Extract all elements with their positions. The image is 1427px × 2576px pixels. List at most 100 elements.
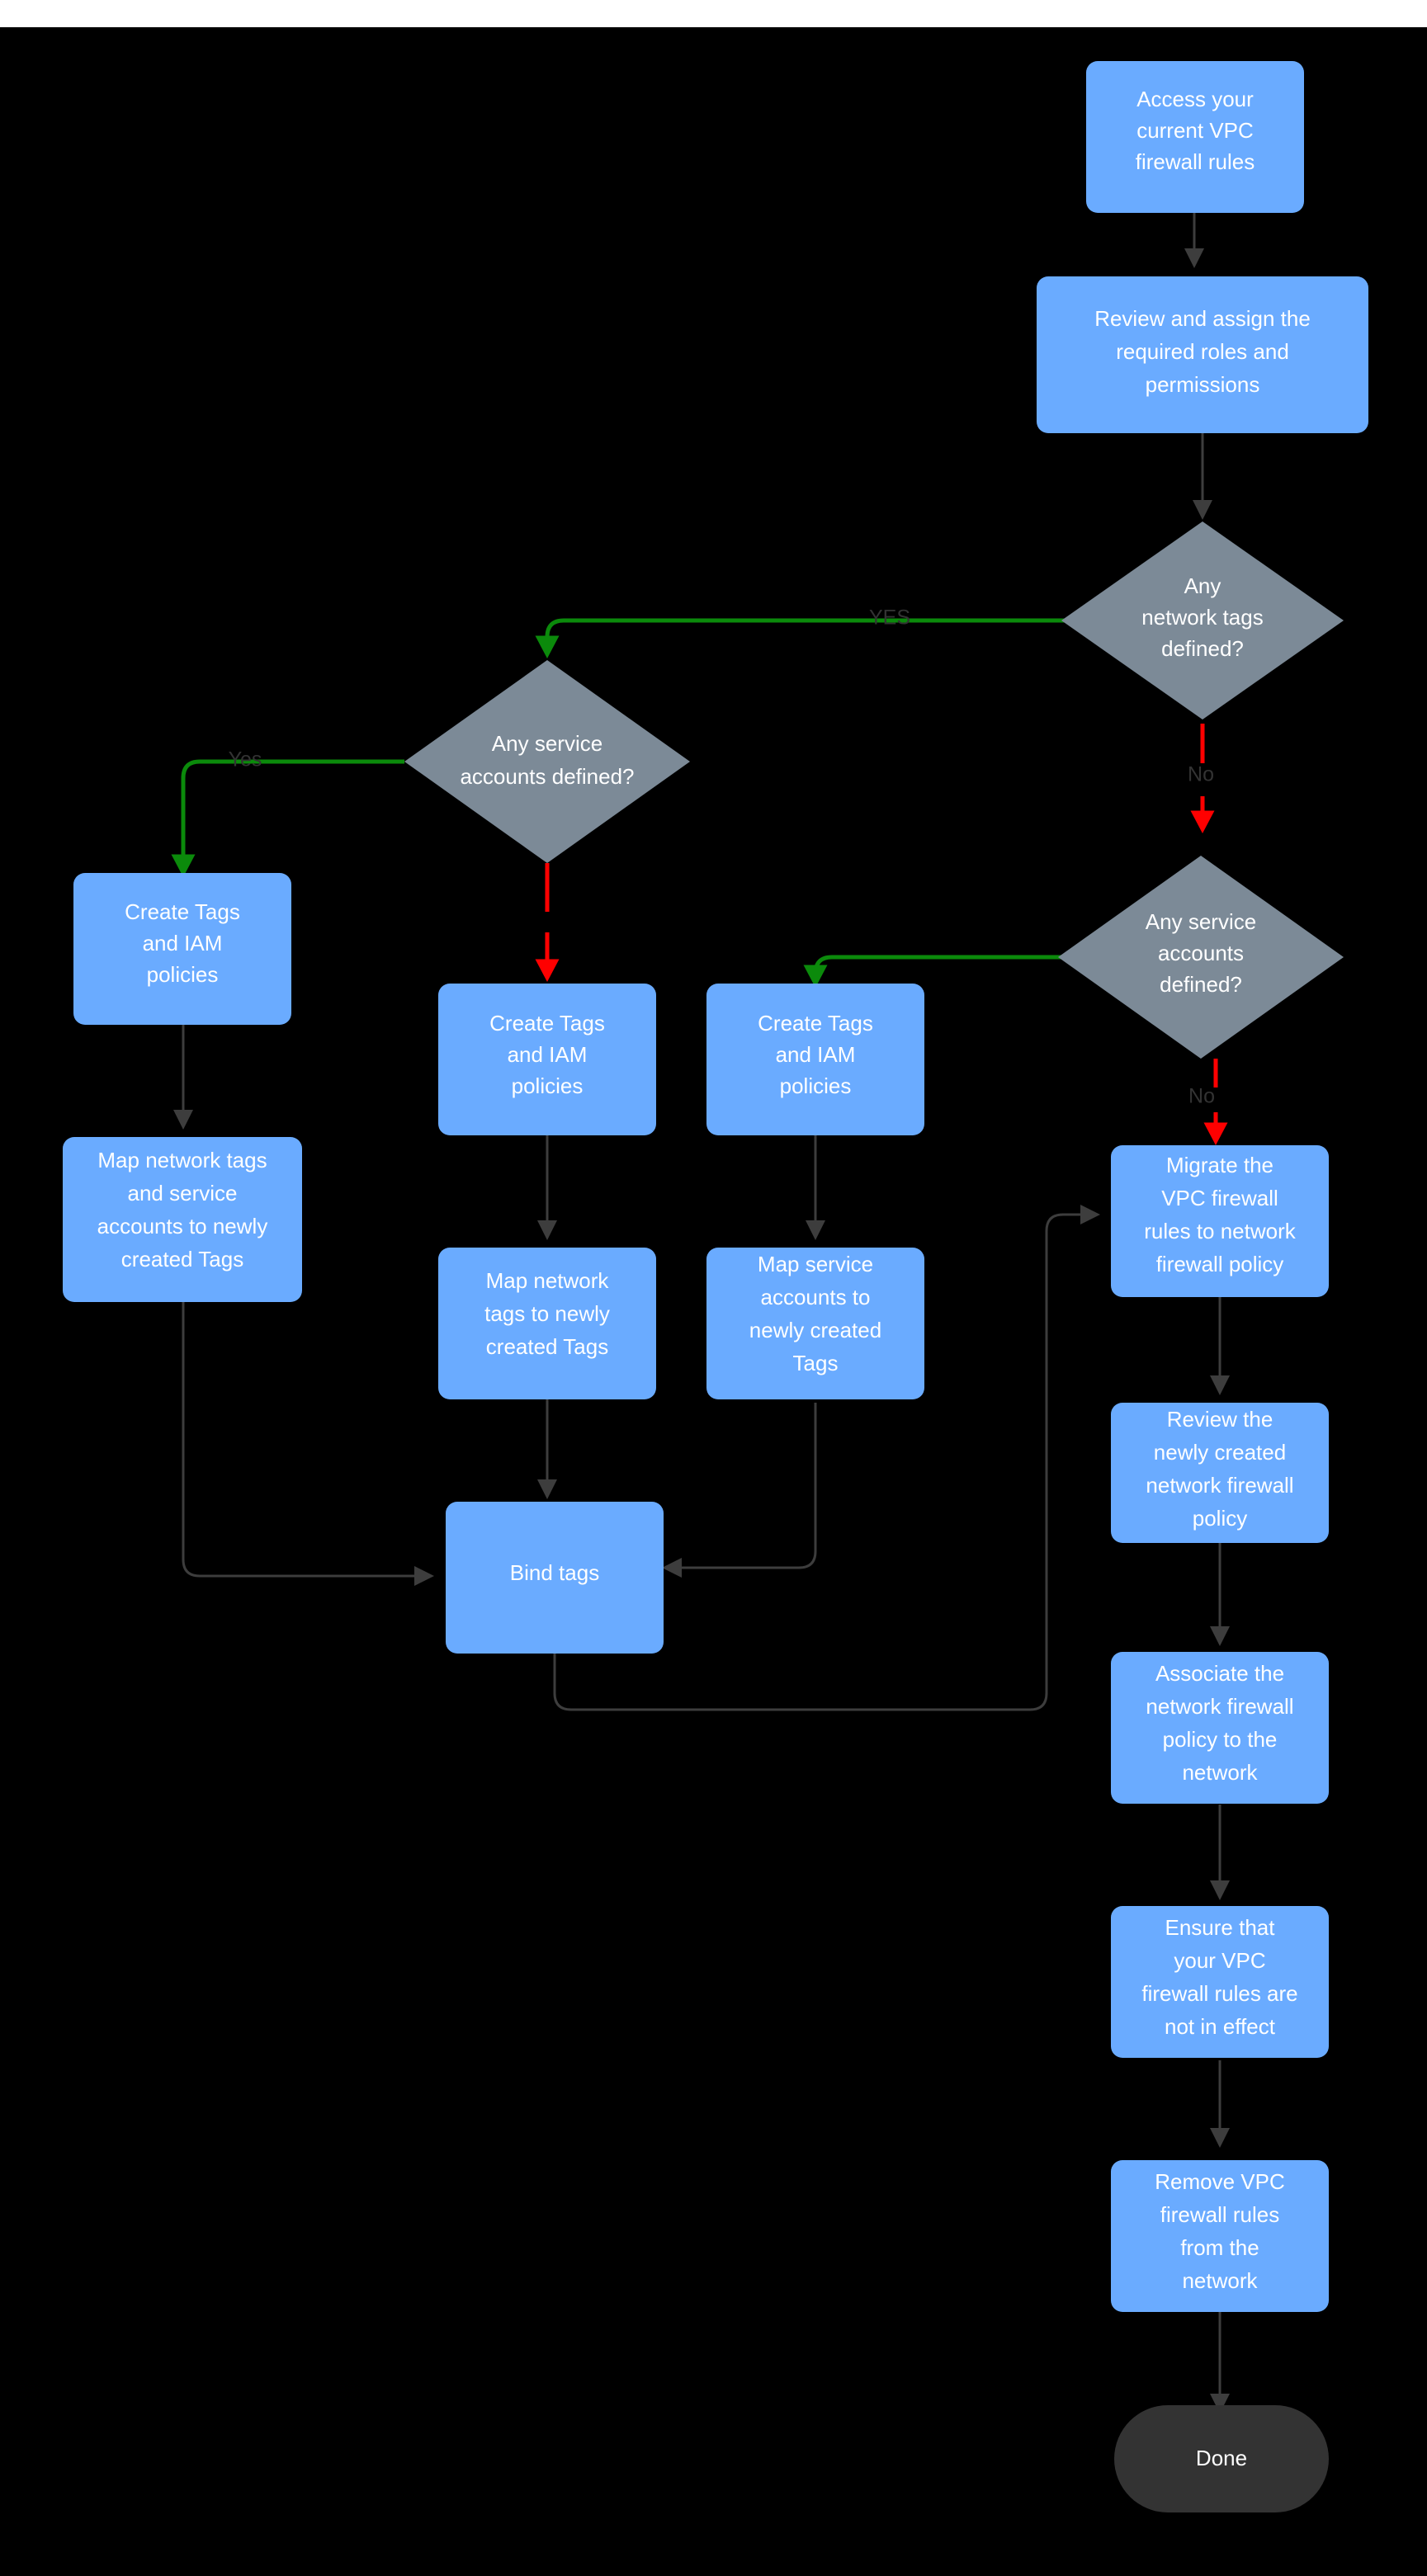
node-shape bbox=[1111, 1403, 1329, 1543]
node-text-line: permissions bbox=[1146, 372, 1260, 397]
node-text-line: accounts to newly bbox=[97, 1214, 268, 1238]
edge-label-yes-service-accounts-left: Yes bbox=[229, 748, 262, 771]
node-text-line: tags to newly bbox=[484, 1301, 610, 1326]
node-text-line: Any service bbox=[492, 731, 602, 756]
node-shape bbox=[404, 660, 690, 863]
node-shape bbox=[1111, 2160, 1329, 2312]
node-text-line: Bind tags bbox=[510, 1560, 599, 1585]
node-remove-vpc-rules[interactable]: Remove VPC firewall rules from the netwo… bbox=[1111, 2160, 1329, 2312]
node-shape bbox=[706, 984, 924, 1135]
node-text-line: Review the bbox=[1167, 1407, 1273, 1432]
node-text-line: Any service bbox=[1146, 909, 1256, 934]
edge-bindtags-to-migrate bbox=[553, 1205, 1100, 1711]
node-text-line: Map network tags bbox=[97, 1148, 267, 1172]
node-text-line: policies bbox=[780, 1073, 852, 1098]
node-shape bbox=[438, 1248, 656, 1399]
node-text-line: and service bbox=[128, 1181, 238, 1205]
node-text-line: Associate the bbox=[1155, 1661, 1284, 1686]
node-bind-tags[interactable]: Bind tags bbox=[446, 1502, 664, 1654]
node-shape bbox=[1058, 856, 1344, 1059]
node-text-line: your VPC bbox=[1174, 1948, 1265, 1973]
node-text-line: Create Tags bbox=[489, 1011, 605, 1036]
node-map-network-tags[interactable]: Map network tags to newly created Tags bbox=[438, 1248, 656, 1399]
node-text-line: network bbox=[1182, 2268, 1258, 2293]
node-shape bbox=[1111, 1906, 1329, 2058]
node-text-line: and IAM bbox=[143, 931, 223, 955]
node-shape bbox=[1061, 521, 1344, 719]
node-shape bbox=[1114, 2405, 1329, 2512]
node-text-line: accounts defined? bbox=[460, 764, 634, 789]
node-shape bbox=[73, 873, 291, 1025]
node-shape bbox=[63, 1137, 302, 1302]
node-text-line: Migrate the bbox=[1166, 1153, 1273, 1177]
node-ensure-rules-not-in-effect[interactable]: Ensure that your VPC firewall rules are … bbox=[1111, 1906, 1329, 2058]
decision-network-tags-defined[interactable]: Any network tags defined? bbox=[1061, 521, 1344, 719]
node-text-line: policies bbox=[512, 1073, 584, 1098]
node-text-line: defined? bbox=[1160, 972, 1242, 997]
node-map-tags-and-accounts[interactable]: Map network tags and service accounts to… bbox=[63, 1137, 302, 1302]
node-text-line: accounts to bbox=[761, 1285, 871, 1309]
node-shape bbox=[1111, 1652, 1329, 1804]
edge-label-no-service-accounts-right: No bbox=[1188, 1085, 1215, 1108]
node-text-line: Map service bbox=[758, 1252, 873, 1276]
node-text-line: Ensure that bbox=[1165, 1915, 1276, 1940]
node-text-line: network firewall bbox=[1146, 1694, 1293, 1719]
node-create-tags-iam-right[interactable]: Create Tags and IAM policies bbox=[706, 984, 924, 1135]
node-shape bbox=[1086, 61, 1304, 213]
node-text-line: network firewall bbox=[1146, 1473, 1293, 1498]
node-text-line: policy bbox=[1193, 1506, 1247, 1531]
node-shape bbox=[1111, 1145, 1329, 1297]
node-text-line: network tags bbox=[1141, 605, 1263, 630]
node-shape bbox=[446, 1502, 664, 1654]
node-migrate-rules-to-policy[interactable]: Migrate the VPC firewall rules to networ… bbox=[1111, 1145, 1329, 1297]
node-text-line: Done bbox=[1196, 2446, 1247, 2470]
node-text-line: and IAM bbox=[776, 1042, 856, 1067]
node-text-line: newly created bbox=[749, 1318, 881, 1342]
node-associate-policy-to-network[interactable]: Associate the network firewall policy to… bbox=[1111, 1652, 1329, 1804]
node-text-line: newly created bbox=[1154, 1440, 1286, 1465]
node-text-line: from the bbox=[1180, 2235, 1259, 2260]
node-create-tags-iam-left[interactable]: Create Tags and IAM policies bbox=[73, 873, 291, 1025]
node-text-line: policies bbox=[147, 962, 219, 987]
edge-networktags-yes bbox=[535, 618, 1089, 658]
node-text-line: current VPC bbox=[1136, 118, 1254, 143]
node-text-line: VPC firewall bbox=[1161, 1186, 1278, 1210]
node-text-line: firewall rules are bbox=[1141, 1981, 1297, 2006]
node-text-line: Create Tags bbox=[125, 899, 240, 924]
node-text-line: Create Tags bbox=[758, 1011, 873, 1036]
decision-service-accounts-right[interactable]: Any service accounts defined? bbox=[1058, 856, 1344, 1059]
node-text-line: not in effect bbox=[1165, 2014, 1276, 2039]
decision-service-accounts-left[interactable]: Any service accounts defined? bbox=[404, 660, 690, 863]
node-text-line: network bbox=[1182, 1760, 1258, 1785]
edge-label-yes-network-tags: YES bbox=[869, 606, 910, 630]
node-review-new-policy[interactable]: Review the newly created network firewal… bbox=[1111, 1403, 1329, 1543]
node-text-line: Review and assign the bbox=[1094, 306, 1311, 331]
edge-map-a-to-bindtags bbox=[182, 1302, 434, 1586]
node-shape bbox=[1037, 276, 1368, 433]
node-map-service-accounts[interactable]: Map service accounts to newly created Ta… bbox=[706, 1248, 924, 1399]
node-text-line: Map network bbox=[486, 1268, 610, 1293]
node-shape bbox=[706, 1248, 924, 1399]
node-review-assign-roles[interactable]: Review and assign the required roles and… bbox=[1037, 276, 1368, 433]
edge-serviceaccounts-right-yes bbox=[803, 955, 1065, 988]
node-text-line: defined? bbox=[1161, 636, 1244, 661]
node-text-line: required roles and bbox=[1116, 339, 1289, 364]
node-text-line: accounts bbox=[1158, 941, 1244, 965]
node-create-tags-iam-middle[interactable]: Create Tags and IAM policies bbox=[438, 984, 656, 1135]
node-text-line: firewall rules bbox=[1160, 2202, 1280, 2227]
node-done-terminal[interactable]: Done bbox=[1114, 2405, 1329, 2512]
node-shape bbox=[438, 984, 656, 1135]
node-text-line: and IAM bbox=[508, 1042, 588, 1067]
node-text-line: Access your bbox=[1136, 87, 1254, 111]
edge-map-c-to-bindtags bbox=[662, 1403, 817, 1578]
node-text-line: created Tags bbox=[486, 1334, 608, 1359]
node-text-line: firewall policy bbox=[1156, 1252, 1284, 1276]
node-text-line: firewall rules bbox=[1136, 149, 1255, 174]
node-text-line: created Tags bbox=[121, 1247, 243, 1271]
edge-serviceaccounts-left-yes bbox=[171, 759, 404, 877]
edge-label-no-network-tags: No bbox=[1188, 763, 1214, 786]
node-text-line: policy to the bbox=[1163, 1727, 1278, 1752]
node-access-vpc-rules[interactable]: Access your current VPC firewall rules bbox=[1086, 61, 1304, 213]
